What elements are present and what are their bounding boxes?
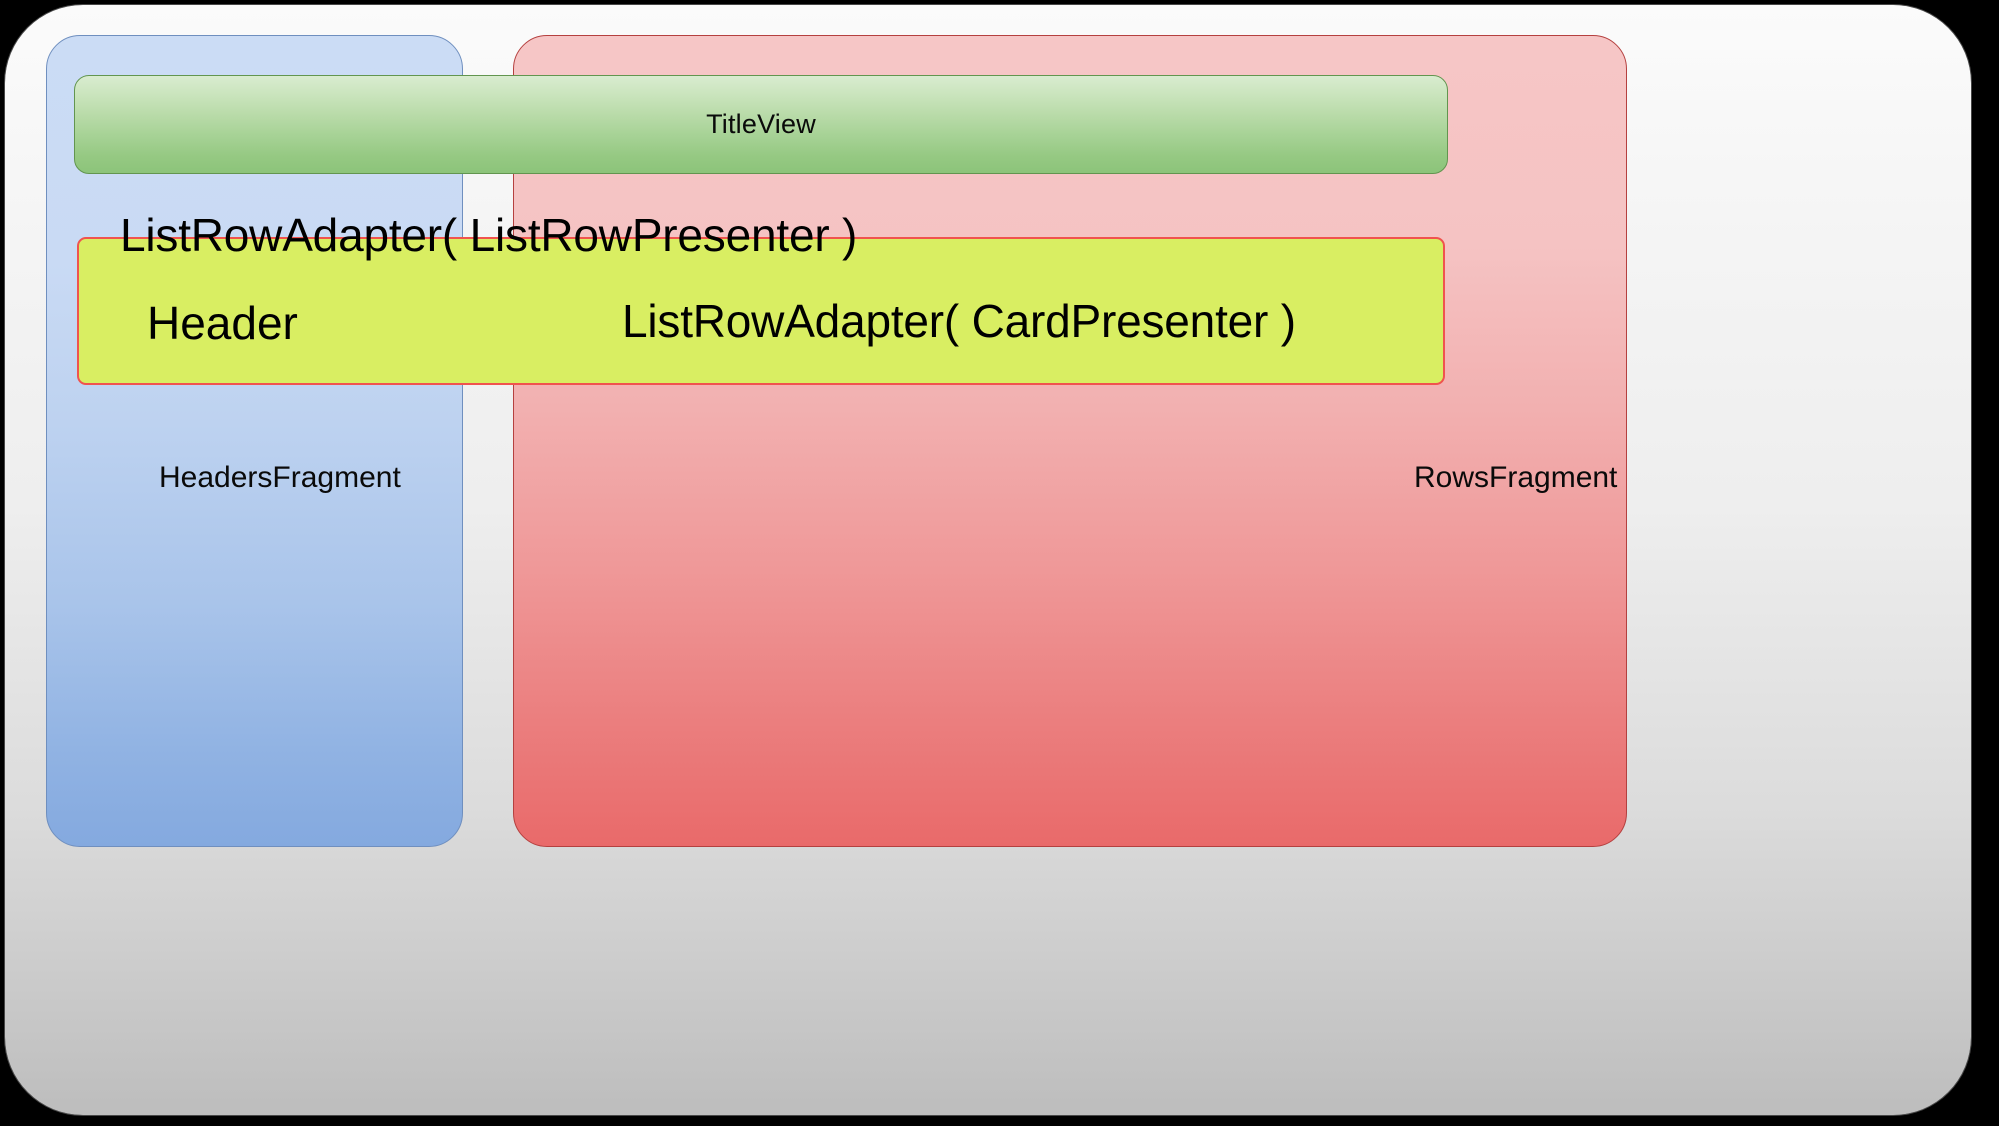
title-view-label: TitleView xyxy=(706,109,816,139)
rows-fragment-label: RowsFragment xyxy=(1414,461,1618,494)
list-row-adapter-label: ListRowAdapter( ListRowPresenter ) xyxy=(120,209,858,261)
list-row-box[interactable] xyxy=(77,237,1445,385)
headers-fragment-label: HeadersFragment xyxy=(159,461,401,494)
row-header-label: Header xyxy=(147,297,298,349)
card-adapter-label: ListRowAdapter( CardPresenter ) xyxy=(622,295,1296,347)
browse-fragment-container: HeadersFragment RowsFragment TitleView L… xyxy=(5,5,1971,1115)
title-view-bar[interactable]: TitleView xyxy=(74,75,1448,174)
